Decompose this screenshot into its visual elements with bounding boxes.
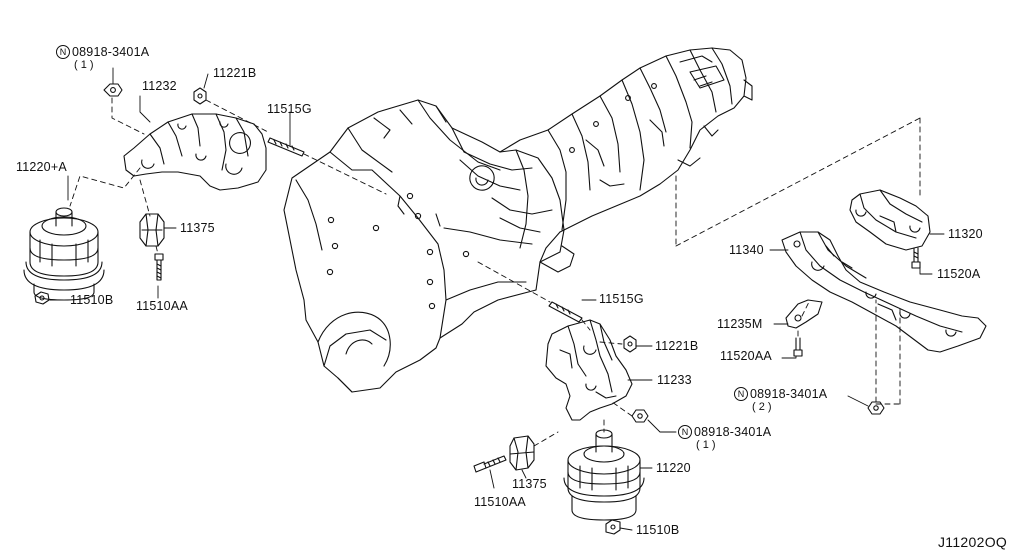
callout-member: 11340 xyxy=(729,243,764,257)
member-bracket xyxy=(785,299,823,329)
callout-stopper-left: 11375 xyxy=(180,221,215,235)
left-lower-nut xyxy=(34,291,50,305)
callout-nut-11221b-left: 11221B xyxy=(213,66,257,80)
callout-bolt-11520a: 11520A xyxy=(937,267,981,281)
callout-insulator-right: 11220 xyxy=(656,461,691,475)
member-top-nut xyxy=(793,240,801,248)
guide-lines xyxy=(69,97,921,447)
callout-bracket-left: 11232 xyxy=(142,79,177,93)
right-11221b-nut xyxy=(623,335,637,353)
right-mount-insulator xyxy=(563,429,645,521)
upper-stud xyxy=(267,137,305,157)
lower-stud xyxy=(548,301,583,323)
callout-nut-11510b-right: 11510B xyxy=(636,523,680,537)
rear-mount-bolt xyxy=(911,247,921,269)
nut-mark-icon: N xyxy=(56,45,70,59)
drawing-code: J11202OQ xyxy=(938,534,1008,550)
engine-block xyxy=(283,99,565,393)
callout-bracket-right: 11233 xyxy=(657,373,692,387)
leader-lines xyxy=(49,67,945,531)
callout-bolt-11510aa-right: 11510AA xyxy=(474,495,526,509)
left-11221b-nut xyxy=(193,87,207,105)
callout-stopper-right: 11375 xyxy=(512,477,547,491)
callout-stud-lower: 11515G xyxy=(599,292,644,306)
rear-mount xyxy=(849,189,931,251)
right-bolt xyxy=(473,455,507,473)
right-stopper xyxy=(509,435,535,471)
left-engine-bracket xyxy=(123,113,267,191)
right-mid-flange-nut xyxy=(631,409,649,423)
member-bracket-bolt xyxy=(793,337,803,357)
callout-nut-lower-mid-qty: ( 1 ) xyxy=(696,439,716,451)
callout-rear-mount: 11320 xyxy=(948,227,983,241)
callout-bracket-11235m: 11235M xyxy=(717,317,763,331)
upper-left-flange-nut xyxy=(103,83,123,97)
callout-bolt-11520aa: 11520AA xyxy=(720,349,772,363)
transmission xyxy=(499,47,753,273)
crossmember xyxy=(781,231,987,353)
member-flange-nut xyxy=(867,401,885,415)
callout-stud-upper: 11515G xyxy=(267,102,312,116)
left-stopper xyxy=(139,213,165,247)
callout-nut-lower-mid: 08918-3401A xyxy=(694,425,772,439)
callout-nut-member-qty: ( 2 ) xyxy=(752,401,772,413)
callout-insulator-left: 11220+A xyxy=(16,160,67,174)
callout-nut-11510b-left: 11510B xyxy=(70,293,114,307)
right-lower-nut xyxy=(605,519,621,535)
right-engine-bracket xyxy=(545,319,633,421)
callout-nut-member: 08918-3401A xyxy=(750,387,828,401)
callout-nut-upper-left-qty: ( 1 ) xyxy=(74,59,94,71)
nut-mark-icon: N xyxy=(678,425,692,439)
callout-nut-11221b-right: 11221B xyxy=(655,339,699,353)
left-mount-insulator xyxy=(23,207,105,301)
left-bolt xyxy=(154,253,164,281)
nut-mark-icon: N xyxy=(734,387,748,401)
callout-nut-upper-left: 08918-3401A xyxy=(72,45,150,59)
callout-bolt-11510aa-left: 11510AA xyxy=(136,299,188,313)
